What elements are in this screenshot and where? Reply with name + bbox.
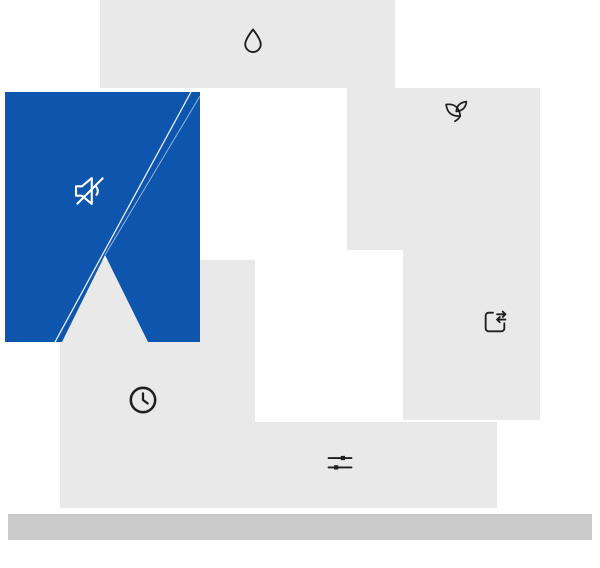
clock-icon — [126, 383, 160, 417]
bottom-bar — [8, 514, 592, 540]
device-swap-icon — [479, 306, 511, 338]
tile-mute[interactable] — [5, 92, 200, 342]
speaker-mute-icon — [69, 170, 111, 212]
blue-ribbon-shape — [5, 92, 200, 342]
sliders-icon — [325, 448, 355, 478]
tile-settings[interactable] — [200, 422, 497, 508]
tile-water[interactable] — [100, 0, 395, 88]
tile-device-swap[interactable] — [403, 163, 540, 420]
water-drop-icon — [238, 26, 268, 56]
leaf-icon — [440, 96, 472, 128]
